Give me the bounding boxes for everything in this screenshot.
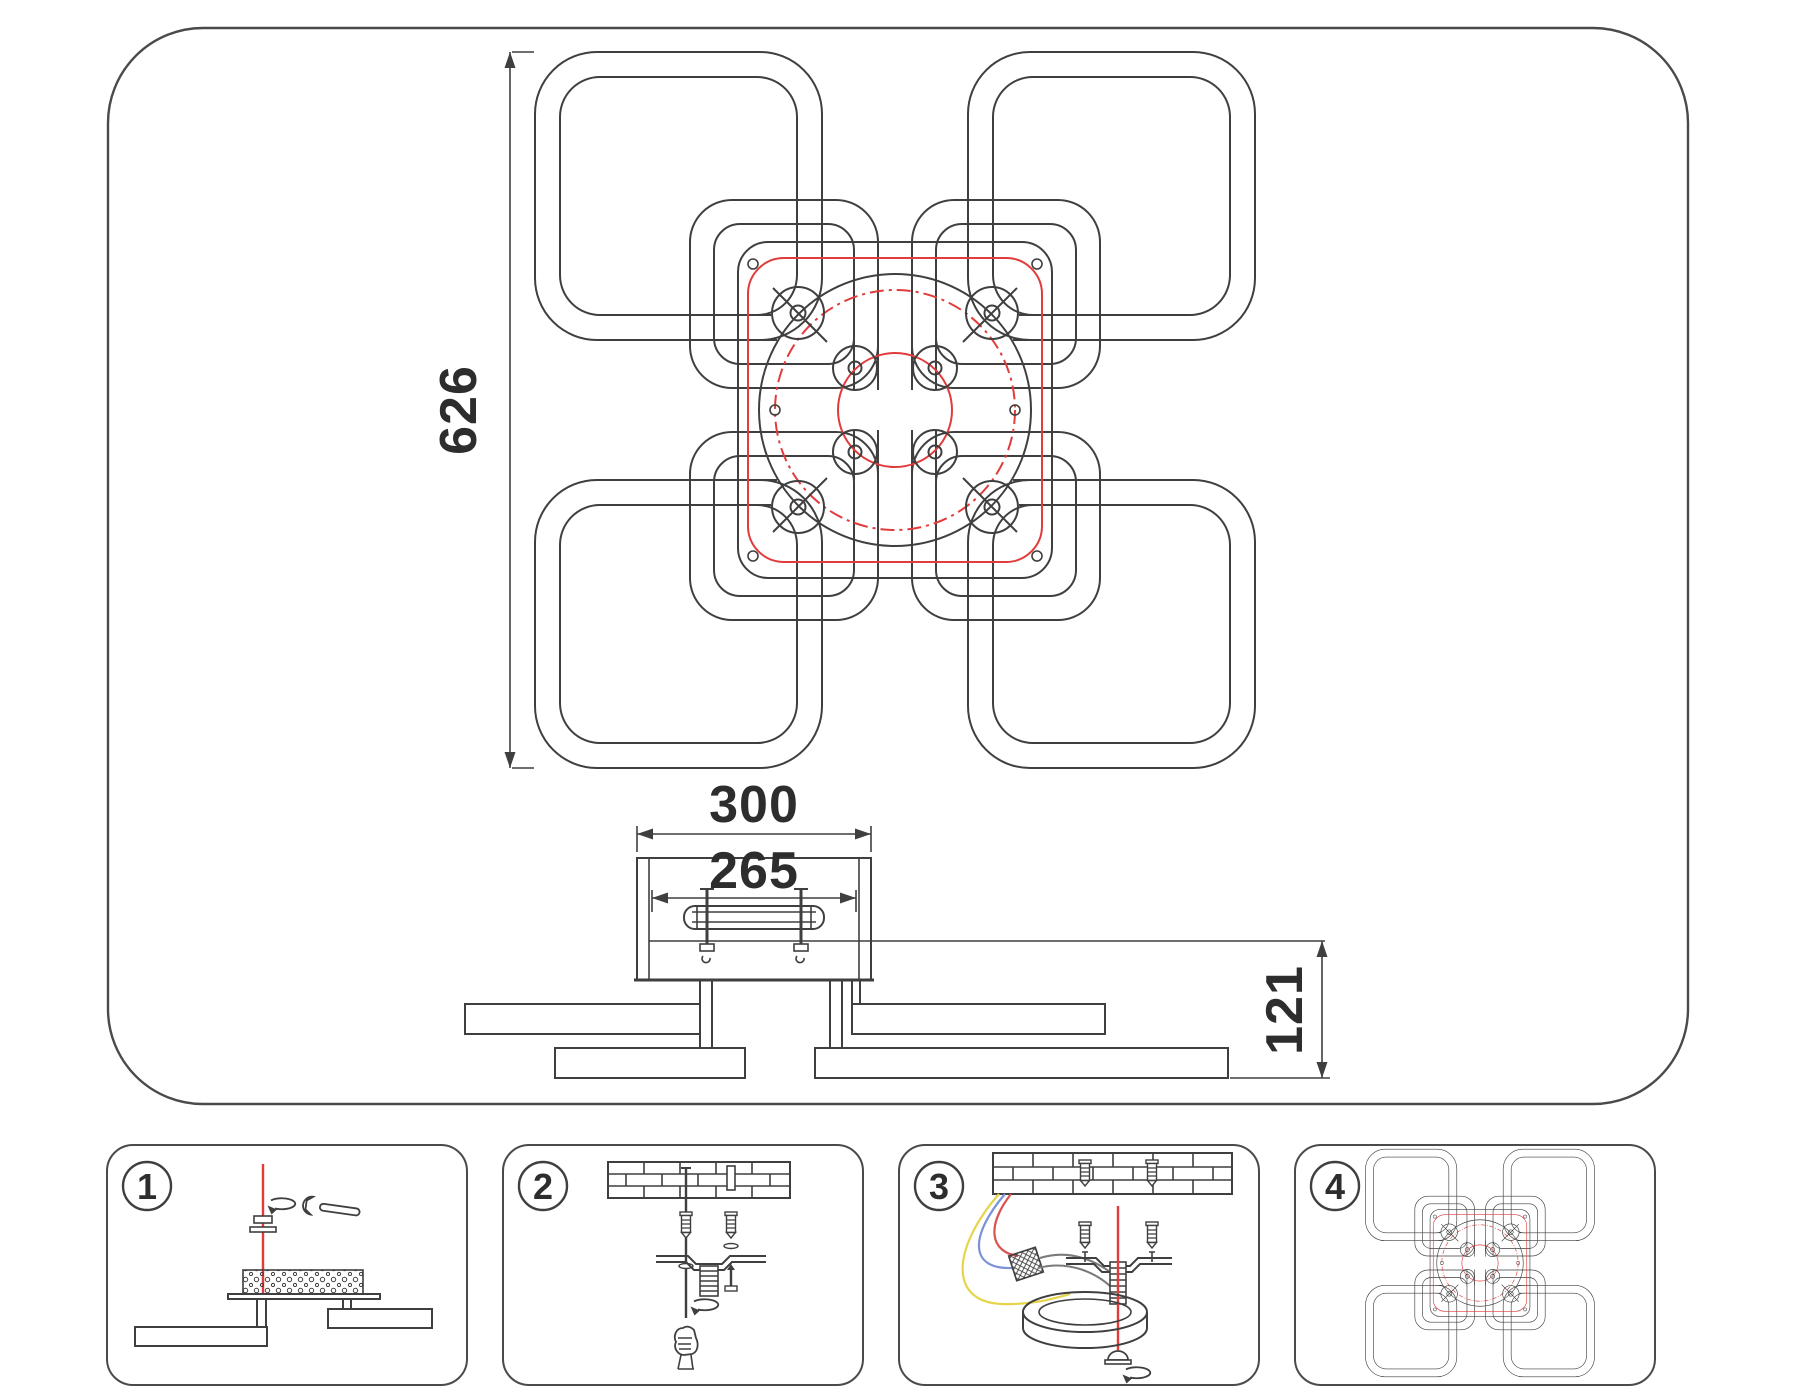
wrench-icon: [302, 1195, 361, 1217]
step-2-badge: 2: [517, 1160, 569, 1212]
top-view: [534, 51, 1256, 769]
ceiling-bracket: [656, 1255, 766, 1297]
main-drawing-border: [106, 26, 1690, 1106]
dimension-bracket-265: 265: [651, 842, 857, 912]
hand-icon: [673, 1325, 699, 1370]
wire-blue: [977, 1193, 1014, 1270]
mounting-bracket: [683, 888, 825, 964]
step-1-badge: 1: [121, 1160, 173, 1212]
side-view: 300 265 121: [464, 776, 1330, 1079]
wire-yellow: [961, 1193, 1071, 1306]
wall-plug-icon: [679, 1211, 693, 1239]
terminal-block: [1007, 1246, 1045, 1282]
dimension-height-121: 121: [1230, 941, 1330, 1079]
rotation-arrow-icon: [266, 1197, 297, 1216]
side-view-height-label: 121: [1256, 965, 1314, 1055]
step-panel-4-border: [1294, 1144, 1656, 1386]
ceiling-hole-and-screw: [723, 1165, 739, 1292]
assembled-fixture-mini-view: [1365, 1148, 1595, 1378]
top-view-height-label: 626: [430, 365, 488, 455]
step-2-number: 2: [533, 1166, 553, 1207]
step-3-number: 3: [929, 1166, 949, 1207]
canopy-ring: [1022, 1291, 1148, 1349]
rotation-arrow-icon: [1121, 1366, 1152, 1385]
step-panel-2-border: [502, 1144, 864, 1386]
step-2-illustration: [607, 1161, 791, 1370]
side-view-width-label: 300: [709, 776, 799, 834]
rotation-arrow-icon: [689, 1298, 720, 1317]
wall-plug-icon: [724, 1211, 738, 1239]
step-1-illustration: [134, 1164, 433, 1347]
step-3-badge: 3: [913, 1160, 965, 1212]
side-view-arms: [464, 980, 1229, 1079]
cap-nut: [1104, 1350, 1132, 1365]
brick-ceiling: [607, 1161, 791, 1199]
wire-red: [993, 1193, 1019, 1258]
nut-and-washer: [249, 1215, 277, 1233]
step-3-illustration: [961, 1152, 1233, 1385]
step-panel-3-border: [898, 1144, 1260, 1386]
step-4-badge: 4: [1309, 1160, 1361, 1212]
wire-gray: [1037, 1264, 1117, 1293]
dimension-height-626: 626: [430, 51, 534, 769]
step-4-illustration: [1365, 1148, 1595, 1378]
step-1-number: 1: [137, 1166, 157, 1207]
step-panel-1-border: [106, 1144, 468, 1386]
brick-ceiling: [992, 1152, 1233, 1195]
dimension-width-300: 300: [636, 776, 872, 852]
bracket-width-label: 265: [709, 842, 799, 900]
fixture-body-side: [134, 1293, 433, 1347]
step-4-number: 4: [1325, 1166, 1345, 1207]
canopy-box: [634, 857, 1325, 982]
